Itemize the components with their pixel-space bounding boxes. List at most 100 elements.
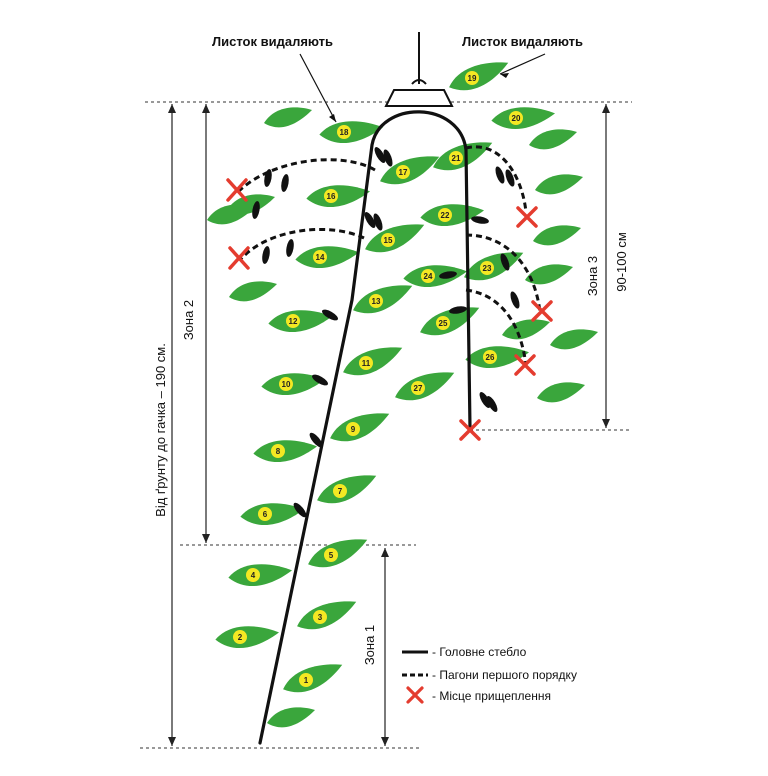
leaf-number-badge (449, 151, 463, 165)
leaf-shape (449, 62, 509, 91)
leaf-extra (207, 204, 255, 225)
leaf-17: 17 (380, 156, 440, 185)
leaf-shape (215, 626, 280, 649)
leaf-number: 8 (276, 447, 281, 456)
shoot-left-lower (238, 227, 365, 261)
leaf-shape (465, 346, 530, 369)
leaf-number-badge (436, 316, 450, 330)
leaf-extra (229, 281, 277, 302)
leaf-number-badge (381, 233, 395, 247)
leaf-15: 15 (365, 224, 425, 253)
leaf-number-badge (299, 673, 313, 687)
height-label: Від ґрунту до гачка – 190 см. (153, 343, 168, 517)
leaf-number-badge (438, 208, 452, 222)
leaf-extra (537, 382, 585, 403)
leaf-shape (353, 285, 413, 314)
leaf-shape (283, 664, 343, 693)
leaf-shape (343, 347, 403, 376)
leaf-18: 18 (319, 121, 384, 144)
leaf-number-badge (324, 548, 338, 562)
leaf-extra (533, 225, 581, 246)
leaf-shape (317, 475, 377, 504)
leaf-shape (297, 601, 357, 630)
leaf-number: 13 (372, 297, 381, 306)
leaf-extra (267, 707, 315, 728)
leaf-7: 7 (317, 475, 377, 504)
leaf-25: 25 (420, 307, 480, 336)
leaf-number: 26 (486, 353, 495, 362)
leaf-extra (264, 107, 312, 128)
leaf-number: 25 (439, 319, 448, 328)
leaf-number-badge (337, 125, 351, 139)
leaf-number: 10 (282, 380, 291, 389)
leaf-27: 27 (395, 372, 455, 401)
leaf-number: 23 (483, 264, 492, 273)
leaf-shape (395, 372, 455, 401)
leaf-number-badge (396, 165, 410, 179)
leaf-4: 4 (228, 564, 293, 587)
leaf-10: 10 (261, 373, 326, 396)
leaf-14: 14 (295, 246, 360, 269)
leaf-shape (306, 185, 371, 208)
zone3-height-label: 90-100 см (614, 232, 629, 292)
leaf-23: 23 (464, 252, 524, 281)
leaf-number: 17 (399, 168, 408, 177)
leaf-number: 18 (340, 128, 349, 137)
leaf-shape (295, 246, 360, 269)
leaf-removed-label-right: Листок видаляють (462, 34, 583, 49)
zone3-label: Зона 3 (585, 256, 600, 296)
leaf-extra (502, 319, 550, 340)
leaf-number-badge (359, 356, 373, 370)
leaf-shape (403, 265, 468, 288)
leaf-number-badge (279, 377, 293, 391)
leaf-19: 19 (449, 62, 509, 91)
leaf-number: 27 (414, 384, 423, 393)
leaf-number: 2 (238, 633, 243, 642)
leaf-shape (253, 440, 318, 463)
leaf-12: 12 (268, 310, 333, 333)
leaf-number-badge (369, 294, 383, 308)
leaf-removed-annotations: Листок видаляють Листок видаляють (212, 34, 583, 123)
leaf-number-badge (346, 422, 360, 436)
leaf-shape (308, 539, 368, 568)
shoot-right-middle (465, 233, 542, 313)
leaf-number: 3 (318, 613, 323, 622)
leaf-number: 9 (351, 425, 356, 434)
leaf-number: 6 (263, 510, 268, 519)
legend: - Головне стебло - Пагони першого порядк… (402, 645, 577, 704)
leaf-shape (319, 121, 384, 144)
leaf-number-badge (411, 381, 425, 395)
leaf-shape (491, 107, 556, 130)
leaf-shape (433, 142, 493, 171)
shoot-right-upper (465, 145, 528, 213)
leaf-extra (550, 329, 598, 350)
shoot-right-lower (465, 288, 528, 367)
leaf-number: 24 (424, 272, 433, 281)
leaf-removed-label-left: Листок видаляють (212, 34, 333, 49)
leaf-shape (420, 204, 485, 227)
pinch-x-icon (531, 300, 553, 322)
leaf-number: 16 (327, 192, 336, 201)
leaf-number: 11 (362, 359, 371, 368)
leaf-26: 26 (465, 346, 530, 369)
leaf-20: 20 (491, 107, 556, 130)
leaf-2: 2 (215, 626, 280, 649)
leaf-number: 22 (441, 211, 450, 220)
hook-icon (384, 32, 454, 107)
main-stem (258, 110, 472, 745)
legend-first-order-shoots: - Пагони першого порядку (432, 668, 577, 682)
legend-pinch-point: - Місце прищеплення (432, 689, 551, 703)
leaf-22: 22 (420, 204, 485, 227)
leaf-shape (268, 310, 333, 333)
leaf-number-badge (313, 610, 327, 624)
leaf-number-badge (258, 507, 272, 521)
leaf-number-badge (465, 71, 479, 85)
leaf-number: 14 (316, 253, 325, 262)
legend-pinch-x-icon (406, 686, 424, 704)
legend-main-stem: - Головне стебло (432, 645, 527, 659)
pinch-x-icon (516, 206, 538, 228)
leaf-11: 11 (343, 347, 403, 376)
leaf-number-badge (480, 261, 494, 275)
leaf-number: 19 (468, 74, 477, 83)
